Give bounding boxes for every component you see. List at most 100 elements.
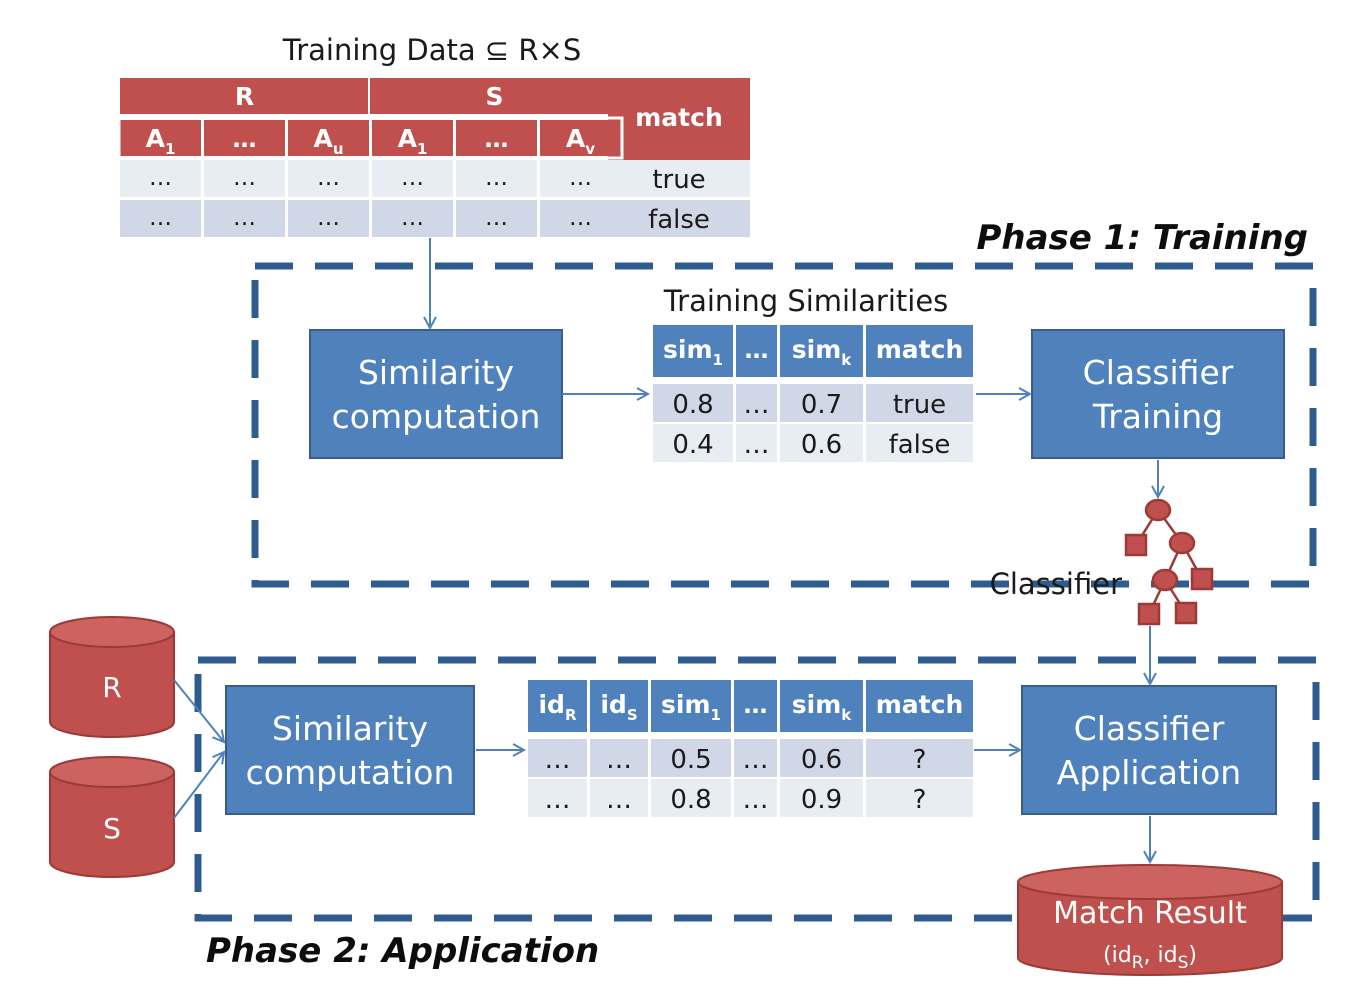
training-cell-value: … bbox=[149, 165, 172, 191]
sim-cell bbox=[734, 739, 777, 777]
sim-header: … bbox=[744, 691, 768, 719]
result-id-r-base: id bbox=[1112, 943, 1132, 968]
group-s-header: S bbox=[485, 82, 503, 111]
sim-cell bbox=[736, 384, 777, 422]
attr-header-base: A bbox=[398, 124, 418, 153]
sim-header-base: id bbox=[600, 690, 626, 719]
attr-header: … bbox=[233, 125, 257, 153]
sim-cell bbox=[651, 779, 731, 817]
training-cell-value: … bbox=[569, 165, 592, 191]
connectors bbox=[173, 238, 1158, 862]
attr-header-cell bbox=[456, 120, 537, 156]
sim-header: match bbox=[876, 335, 964, 364]
sim-header-base: match bbox=[876, 335, 964, 364]
training-cell-value: … bbox=[485, 165, 508, 191]
classifier-training-line2: Training bbox=[1092, 397, 1223, 436]
training-cell-value: … bbox=[401, 205, 424, 231]
sim-header-base: … bbox=[744, 691, 768, 719]
sim-header-cell bbox=[651, 680, 731, 732]
training-cell-value: … bbox=[485, 205, 508, 231]
training-cell-value: … bbox=[233, 165, 256, 191]
attr-header-sub: u bbox=[333, 140, 344, 158]
sim-cell-value: … bbox=[744, 390, 770, 420]
attr-header-sub: 1 bbox=[417, 140, 427, 158]
match-header: match bbox=[635, 103, 723, 132]
sim-cell bbox=[780, 384, 863, 422]
attr-header-base: … bbox=[233, 125, 257, 153]
similarity-computation-box-1: Similarity computation bbox=[309, 329, 563, 459]
result-id-s-sub: S bbox=[1178, 953, 1189, 973]
sim-cell-value: 0.6 bbox=[801, 430, 842, 460]
sim-header-base: sim bbox=[661, 690, 711, 719]
sim-cell bbox=[736, 424, 777, 462]
sim-header-sub: S bbox=[627, 706, 638, 724]
sim-header: idR bbox=[538, 690, 576, 724]
attr-header-cell bbox=[540, 120, 621, 156]
sim-cell bbox=[653, 424, 733, 462]
group-s-cell bbox=[370, 78, 619, 114]
sim-cell bbox=[590, 779, 648, 817]
sim-header-base: id bbox=[538, 690, 564, 719]
classifier-label: Classifier bbox=[990, 567, 1122, 601]
match-result-cylinder: Match Result (idR, idS) bbox=[1017, 864, 1283, 976]
attr-header: Au bbox=[313, 124, 343, 158]
classifier-training-box: Classifier Training bbox=[1031, 329, 1285, 459]
sim-header-base: sim bbox=[792, 690, 842, 719]
sim-header: … bbox=[745, 336, 769, 364]
training-cell bbox=[372, 200, 453, 237]
sim-header: match bbox=[876, 690, 964, 719]
attr-header-cell bbox=[204, 120, 285, 156]
source-r-cylinder: R bbox=[49, 616, 175, 738]
sim-cell bbox=[866, 739, 973, 777]
sim-cell-value: 0.8 bbox=[670, 785, 711, 815]
attr-header-base: … bbox=[485, 125, 509, 153]
sim-cell-value: ? bbox=[913, 785, 927, 815]
training-cell-value: … bbox=[317, 165, 340, 191]
phase2-title: Phase 2: Application bbox=[206, 931, 599, 971]
sim-cell-value: ? bbox=[913, 745, 927, 775]
training-match-cell bbox=[608, 200, 750, 237]
attr-header-cell bbox=[288, 120, 369, 156]
sim-cell bbox=[780, 739, 863, 777]
training-cell-value: … bbox=[317, 205, 340, 231]
sim-cell-value: 0.7 bbox=[801, 390, 842, 420]
sim-header-base: match bbox=[876, 690, 964, 719]
sim-header-sub: 1 bbox=[711, 706, 721, 724]
training-cell-value: … bbox=[233, 205, 256, 231]
sim-header-sub: k bbox=[841, 706, 852, 724]
training-data-title: Training Data ⊆ R×S bbox=[282, 33, 581, 67]
classifier-training-line1: Classifier bbox=[1083, 353, 1234, 392]
source-s-label: S bbox=[103, 812, 121, 845]
sim-header-cell bbox=[780, 680, 863, 732]
training-cell bbox=[120, 200, 201, 237]
sim-cell bbox=[651, 739, 731, 777]
training-cell-value: … bbox=[401, 165, 424, 191]
attr-header-cell bbox=[372, 120, 453, 156]
attr-header-sub: 1 bbox=[165, 140, 175, 158]
training-cell bbox=[288, 160, 369, 197]
sim-header-base: sim bbox=[792, 335, 842, 364]
group-r-header: R bbox=[235, 82, 254, 111]
sim-cell-value: … bbox=[545, 785, 571, 815]
arrow-s-to-similarity bbox=[173, 752, 224, 819]
training-cell bbox=[288, 200, 369, 237]
sim-cell-value: … bbox=[743, 745, 769, 775]
result-id-s-base: id bbox=[1158, 943, 1178, 968]
sim-header-cell bbox=[866, 680, 973, 732]
source-s-cylinder: S bbox=[49, 756, 175, 878]
sim-cell bbox=[866, 779, 973, 817]
phase1-title: Phase 1: Training bbox=[976, 218, 1308, 258]
sim-cell bbox=[866, 384, 973, 422]
similarity-box-2-line1: Similarity bbox=[272, 709, 428, 748]
training-cell-value: … bbox=[149, 205, 172, 231]
sim-header-cell bbox=[734, 680, 777, 732]
arrow-r-to-similarity bbox=[173, 679, 224, 742]
sim-cell-value: true bbox=[893, 390, 946, 420]
sim-cell bbox=[528, 779, 587, 817]
sim-cell bbox=[734, 779, 777, 817]
group-r-cell bbox=[120, 78, 368, 114]
training-cell bbox=[456, 160, 537, 197]
classifier-application-line1: Classifier bbox=[1074, 709, 1225, 748]
